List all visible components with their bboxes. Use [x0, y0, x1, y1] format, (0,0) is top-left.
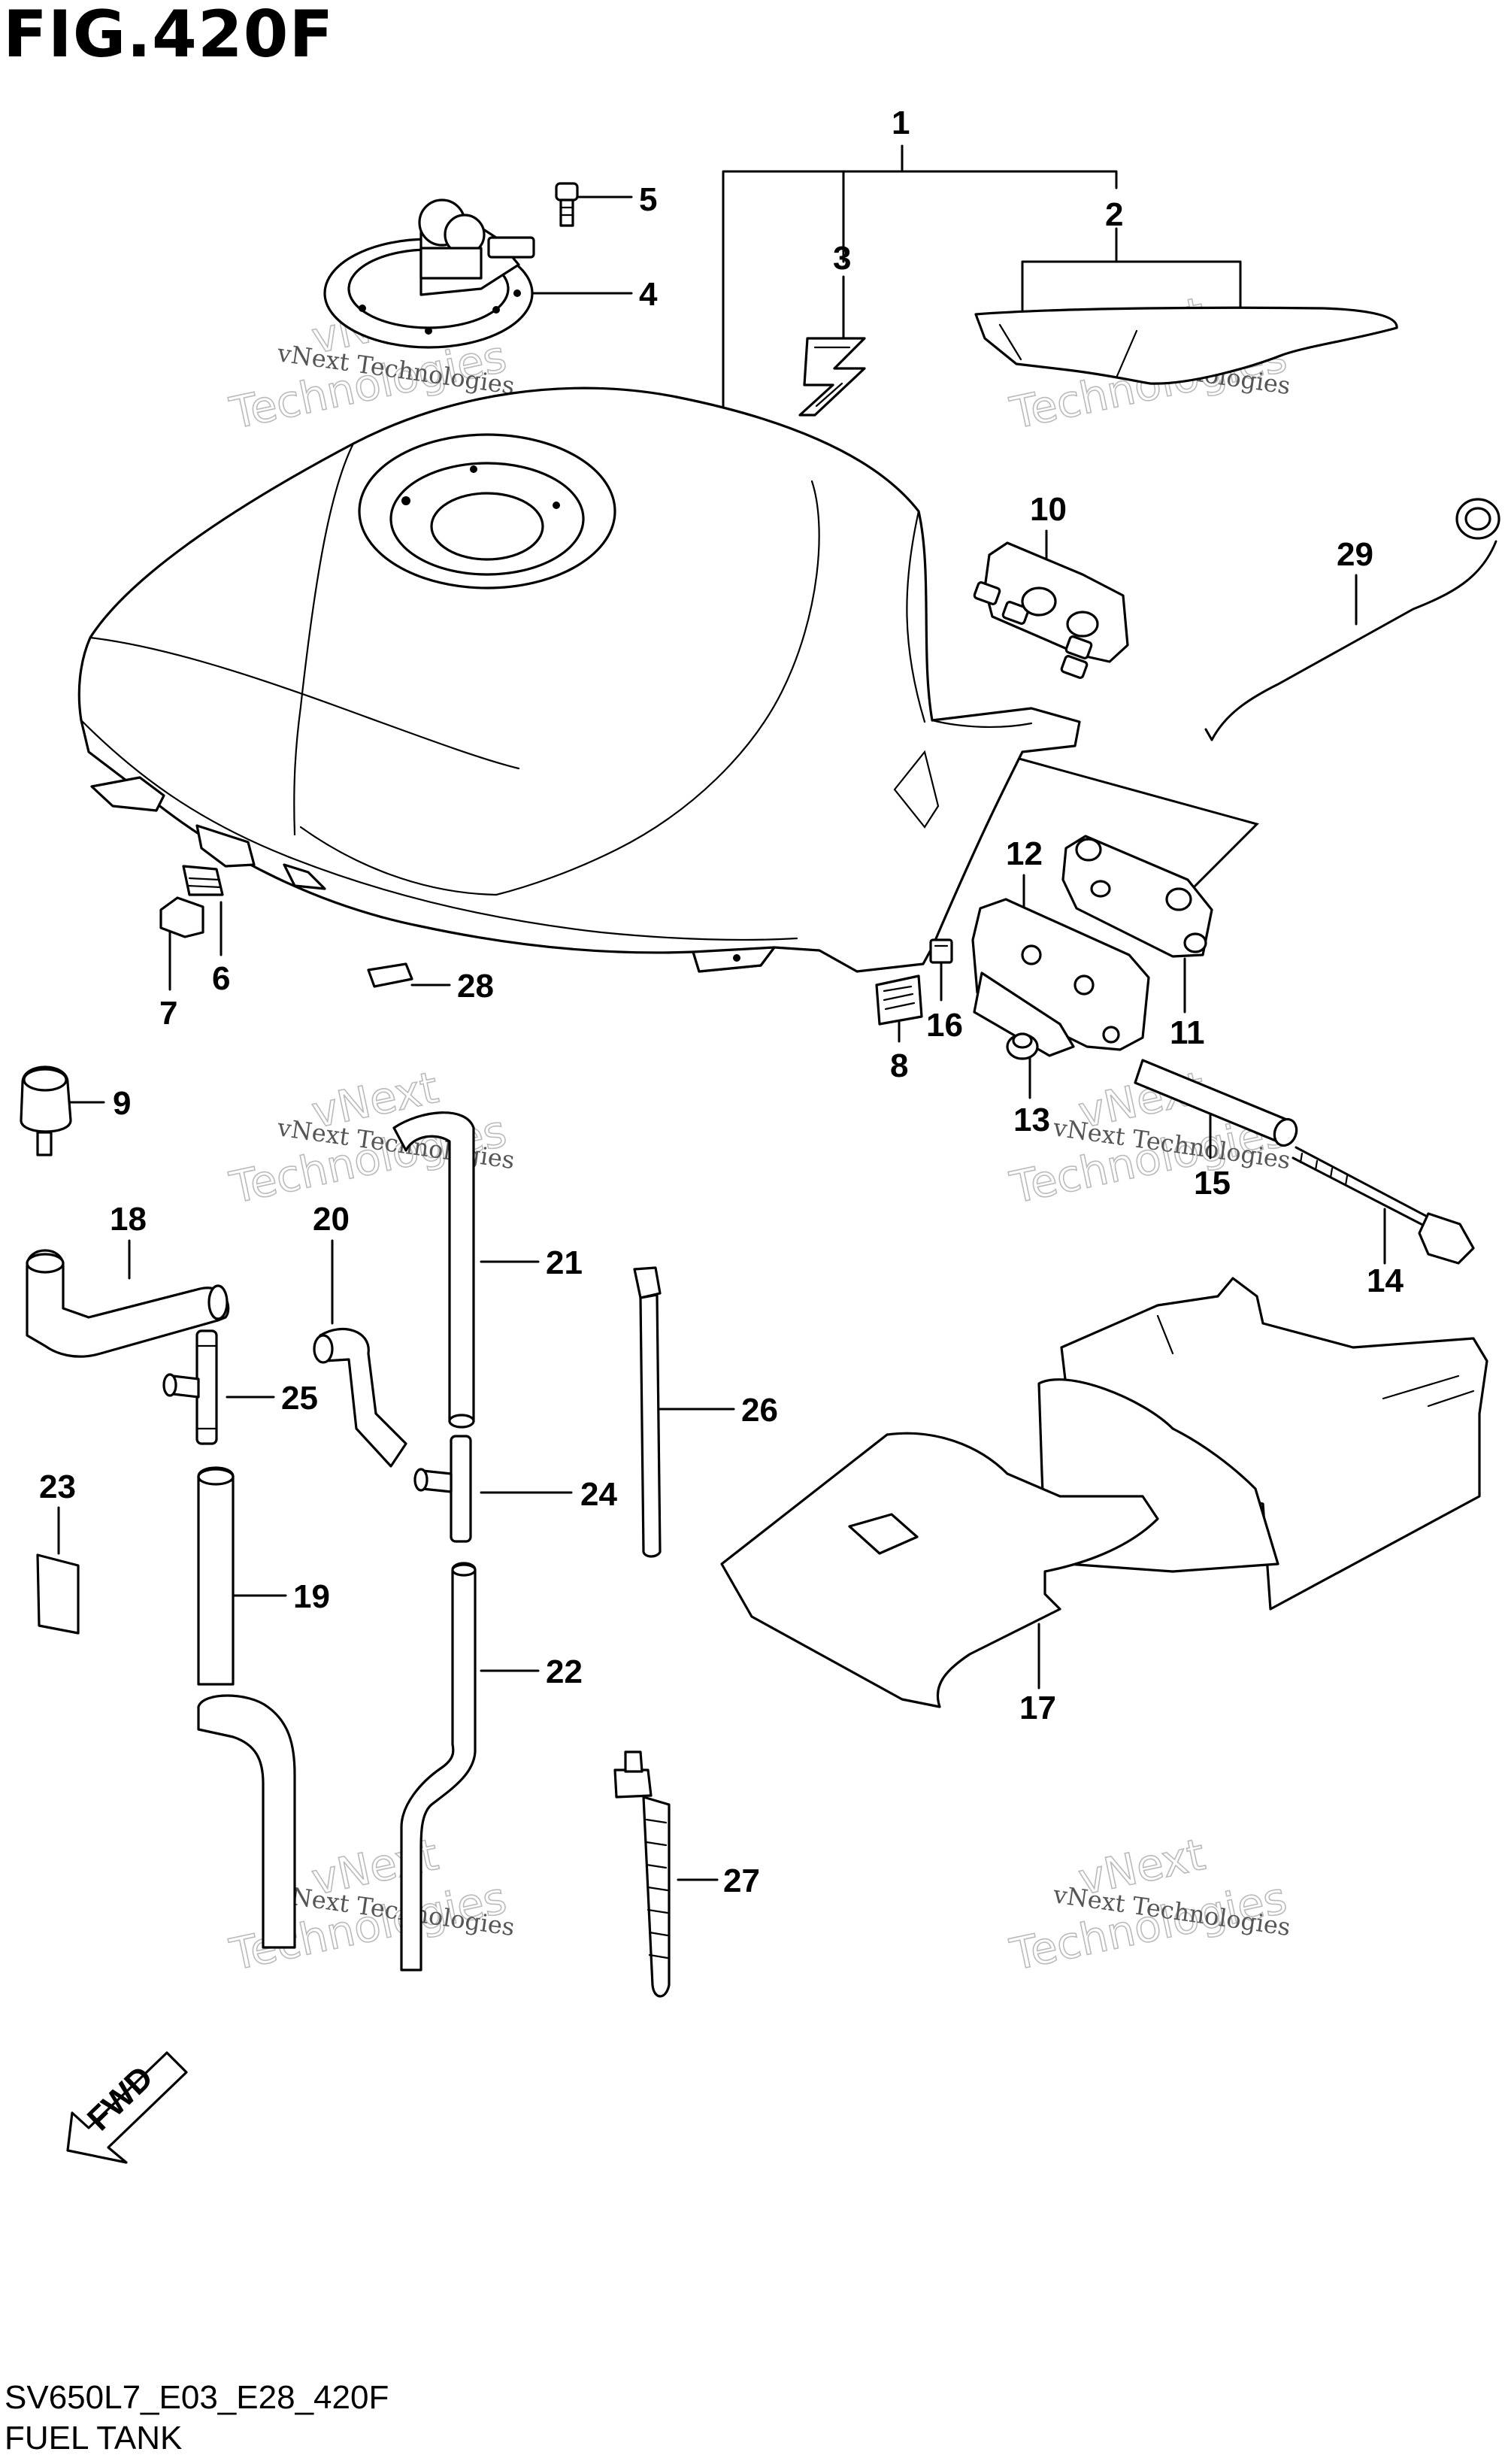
callout-13: 13 — [1013, 1102, 1050, 1138]
rear-bracket-10 — [973, 541, 1129, 679]
callout-15: 15 — [1194, 1165, 1231, 1202]
screw-5 — [555, 182, 579, 227]
label-28 — [367, 962, 413, 988]
collar-13 — [1006, 1032, 1039, 1060]
callout-14: 14 — [1367, 1262, 1404, 1299]
spacer-pipe-15 — [1134, 1059, 1298, 1147]
callout-7: 7 — [159, 995, 177, 1032]
damper-bracket-11 — [1061, 835, 1213, 958]
callout-24: 24 — [580, 1476, 617, 1513]
callout-22: 22 — [546, 1653, 583, 1690]
hose-18 — [26, 1249, 230, 1358]
watermark-6: Technologies vNext vNext Technologies — [1005, 1828, 1292, 1981]
figure-title: FIG.420F — [3, 0, 335, 72]
suzuki-emblem — [798, 337, 866, 417]
tee-joint-24 — [413, 1435, 472, 1543]
callout-4: 4 — [639, 276, 658, 313]
callout-16: 16 — [926, 1007, 963, 1044]
callout-1: 1 — [892, 105, 910, 141]
prop-rod-29 — [1204, 498, 1500, 741]
callout-8: 8 — [890, 1047, 908, 1084]
callout-3: 3 — [833, 240, 851, 277]
forward-arrow: FWD — [66, 2051, 188, 2164]
pad-23 — [36, 1553, 80, 1635]
callout-28: 28 — [457, 968, 494, 1005]
callout-20: 20 — [313, 1201, 350, 1238]
cushion-7 — [159, 896, 204, 938]
clip-16 — [929, 938, 953, 964]
mount-bracket-12 — [971, 898, 1150, 1057]
callout-numbers: 1 2 3 4 5 6 7 8 9 10 11 12 13 14 15 16 1… — [39, 105, 1404, 1899]
hose-19 — [197, 1466, 296, 1949]
callout-6: 6 — [212, 960, 230, 997]
fuel-tank — [77, 386, 1081, 973]
cap-9 — [20, 1065, 72, 1156]
callout-26: 26 — [741, 1392, 778, 1429]
callout-23: 23 — [39, 1468, 76, 1505]
callout-11: 11 — [1170, 1014, 1205, 1051]
callout-27: 27 — [723, 1862, 760, 1899]
callout-19: 19 — [293, 1578, 330, 1615]
hose-21 — [392, 1111, 475, 1429]
figure-name: FUEL TANK — [5, 2420, 183, 2456]
tee-joint-25 — [162, 1329, 218, 1445]
heat-shield-17 — [720, 1277, 1488, 1708]
callout-2: 2 — [1105, 196, 1123, 233]
hose-22 — [400, 1562, 477, 1972]
tank-side-cover — [974, 306, 1398, 385]
callout-21: 21 — [546, 1244, 583, 1281]
cable-tie-27 — [613, 1750, 671, 1998]
callout-5: 5 — [639, 181, 657, 218]
callout-9: 9 — [113, 1085, 131, 1122]
callout-29: 29 — [1337, 536, 1373, 573]
bolt-14 — [1292, 1146, 1475, 1265]
label-8 — [875, 974, 923, 1026]
callout-18: 18 — [110, 1201, 147, 1238]
callout-10: 10 — [1030, 491, 1067, 528]
cable-tie-26 — [633, 1266, 662, 1558]
hose-20 — [313, 1328, 407, 1468]
figure-code: SV650L7_E03_E28_420F — [5, 2379, 389, 2416]
callout-17: 17 — [1019, 1690, 1056, 1726]
callout-25: 25 — [281, 1380, 318, 1417]
callout-12: 12 — [1006, 835, 1043, 872]
fuel-cap-lock — [323, 199, 535, 349]
leader-lines — [57, 144, 1386, 1881]
grommet-6 — [182, 865, 224, 896]
